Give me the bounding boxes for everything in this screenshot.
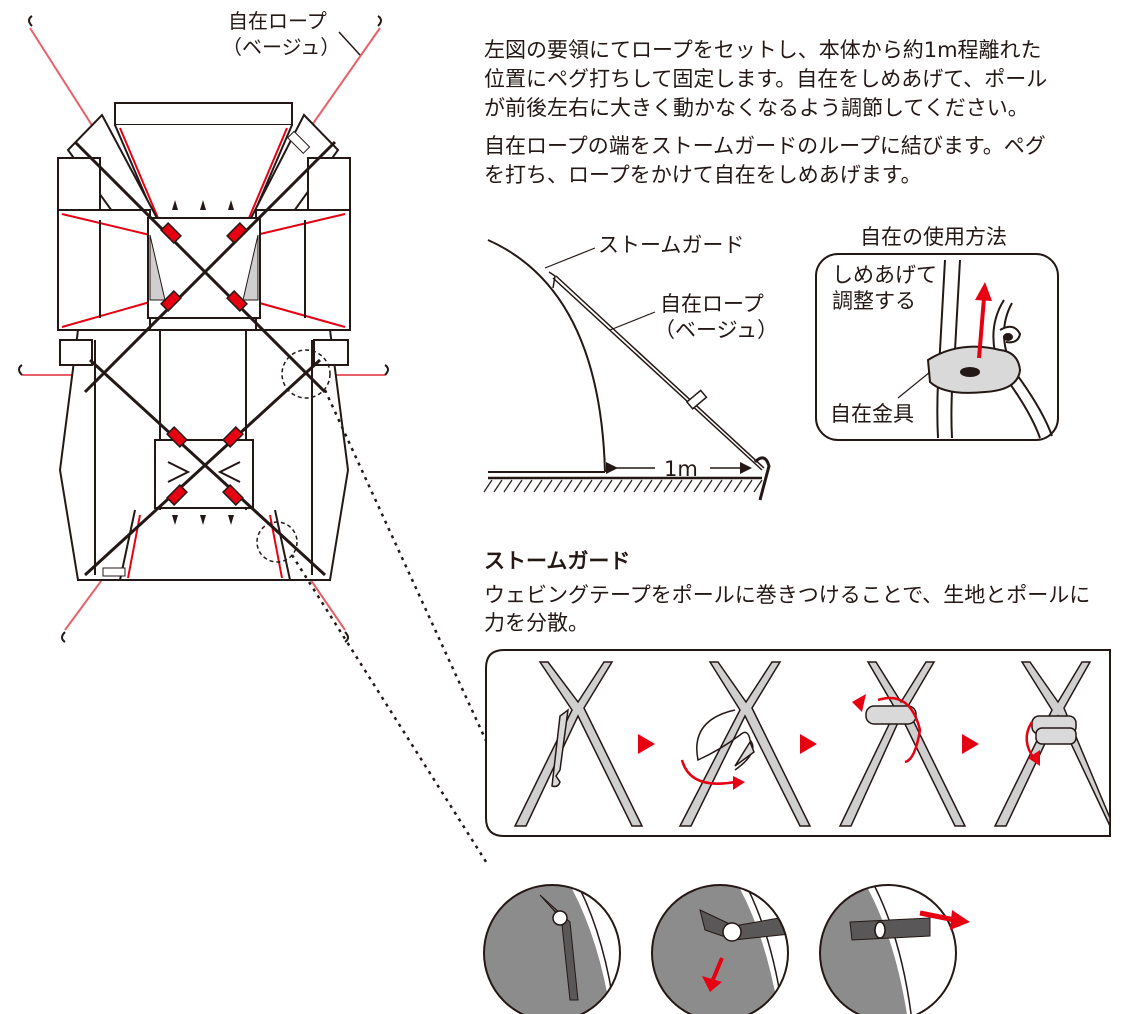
side-diagram [483, 239, 771, 501]
step-arrow-3 [962, 734, 979, 754]
tighten-label-line2: 調整する [832, 289, 916, 313]
detail-circle-lower [256, 521, 298, 563]
hardware-label: 自在金具 [830, 402, 914, 426]
instruction-p2-line1: 自在ロープの端をストームガードのループに結びます。ペグ [484, 134, 1046, 158]
instruction-p1-line3: が前後左右に大きく動かなくなるよう調節してください。 [484, 96, 1029, 120]
instruction-p1-line2: 位置にペグ打ちして固定します。自在をしめあげて、ポール [484, 67, 1048, 91]
side-rope-label-line2: （ベージュ） [654, 318, 778, 342]
instruction-paragraph-2: 自在ロープの端をストームガードのループに結びます。ペグ を打ち、ロープをかけて自… [484, 132, 1104, 190]
detail-circle-upper [281, 349, 331, 399]
distance-label: 1m [664, 457, 698, 481]
adjuster-panel-title: 自在の使用方法 [860, 225, 1007, 249]
instruction-paragraph-1: 左図の要領にてロープをセットし、本体から約1m程離れた 位置にペグ打ちして固定し… [484, 36, 1104, 123]
instruction-p2-line2: を打ち、ロープをかけて自在をしめあげます。 [484, 163, 922, 187]
adjuster-panel [815, 253, 1059, 441]
wrap-steps-panel [485, 649, 1111, 837]
tent-top-view [18, 15, 389, 643]
step-arrow-1 [638, 734, 655, 754]
storm-guard-label: ストームガード [598, 233, 744, 257]
peg-hooks [18, 15, 389, 643]
step-arrow-2 [800, 734, 817, 754]
instruction-p1-line1: 左図の要領にてロープをセットし、本体から約1m程離れた [484, 38, 1042, 62]
storm-guard-desc-line1: ウェビングテープをポールに巻きつけることで、生地とポールに [484, 583, 1090, 607]
storm-guard-desc-line2: 力を分散。 [484, 611, 589, 635]
side-rope-label-line1: 自在ロープ [660, 292, 764, 316]
tighten-label-line1: しめあげて [832, 263, 937, 287]
rope-callout-line2: （ベージュ） [222, 35, 340, 59]
detail-circle-2 [651, 884, 789, 1014]
leader-line-upper [323, 389, 490, 746]
rope-callout-line1: 自在ロープ [228, 9, 327, 33]
storm-guard-heading: ストームガード [484, 549, 630, 573]
detail-circle-3 [819, 884, 970, 1014]
detail-circle-1 [483, 884, 621, 1014]
leader-line-lower [290, 554, 490, 866]
